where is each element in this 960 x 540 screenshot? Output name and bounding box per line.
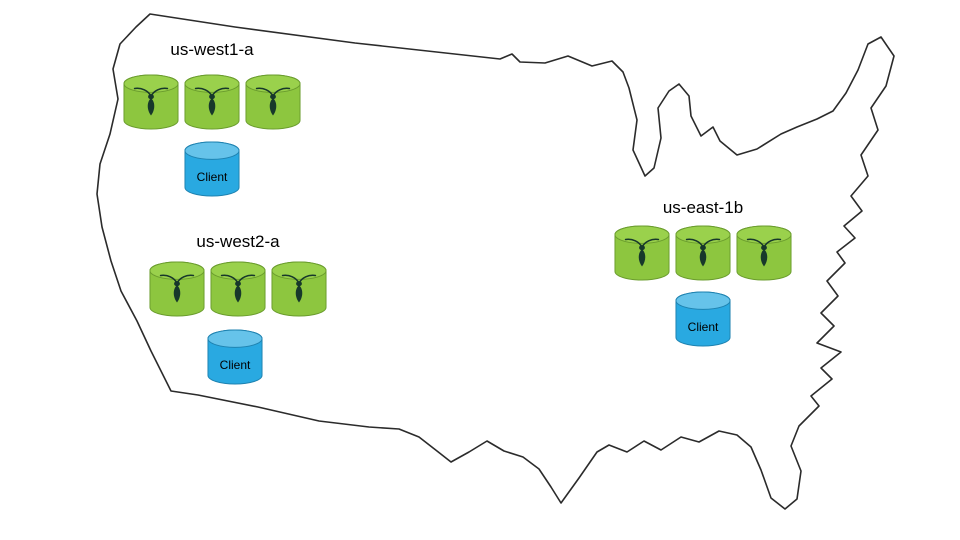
cockroach-icon	[159, 274, 195, 303]
db-node-cylinder	[149, 261, 205, 317]
client-cylinder	[207, 329, 263, 385]
cockroach-icon	[746, 238, 782, 267]
cockroach-icon	[220, 274, 256, 303]
cockroach-icon	[281, 274, 317, 303]
node-row-us-west2-a	[148, 261, 328, 317]
cockroach-icon	[194, 87, 230, 116]
node-row-us-west1-a	[122, 74, 302, 130]
cockroach-icon	[624, 238, 660, 267]
db-node-cylinder	[271, 261, 327, 317]
client-cylinder	[184, 141, 240, 197]
cockroach-icon	[255, 87, 291, 116]
region-label-us-east-1b: us-east-1b	[662, 198, 744, 217]
db-node-cylinder	[184, 74, 240, 130]
client-label: Client	[219, 358, 251, 372]
client-us-west1-a: Client	[183, 141, 241, 197]
cockroach-icon	[133, 87, 169, 116]
db-node-cylinder	[675, 225, 731, 281]
db-node-cylinder	[210, 261, 266, 317]
node-row-us-east-1b	[613, 225, 793, 281]
db-node-cylinder	[736, 225, 792, 281]
db-node-cylinder	[123, 74, 179, 130]
client-us-east-1b: Client	[674, 291, 732, 347]
client-cylinder	[675, 291, 731, 347]
cockroach-icon	[685, 238, 721, 267]
db-node-cylinder	[245, 74, 301, 130]
client-label: Client	[196, 170, 228, 184]
client-label: Client	[687, 320, 719, 334]
region-label-us-west1-a: us-west1-a	[170, 40, 254, 59]
client-us-west2-a: Client	[206, 329, 264, 385]
db-node-cylinder	[614, 225, 670, 281]
region-label-us-west2-a: us-west2-a	[196, 232, 280, 251]
